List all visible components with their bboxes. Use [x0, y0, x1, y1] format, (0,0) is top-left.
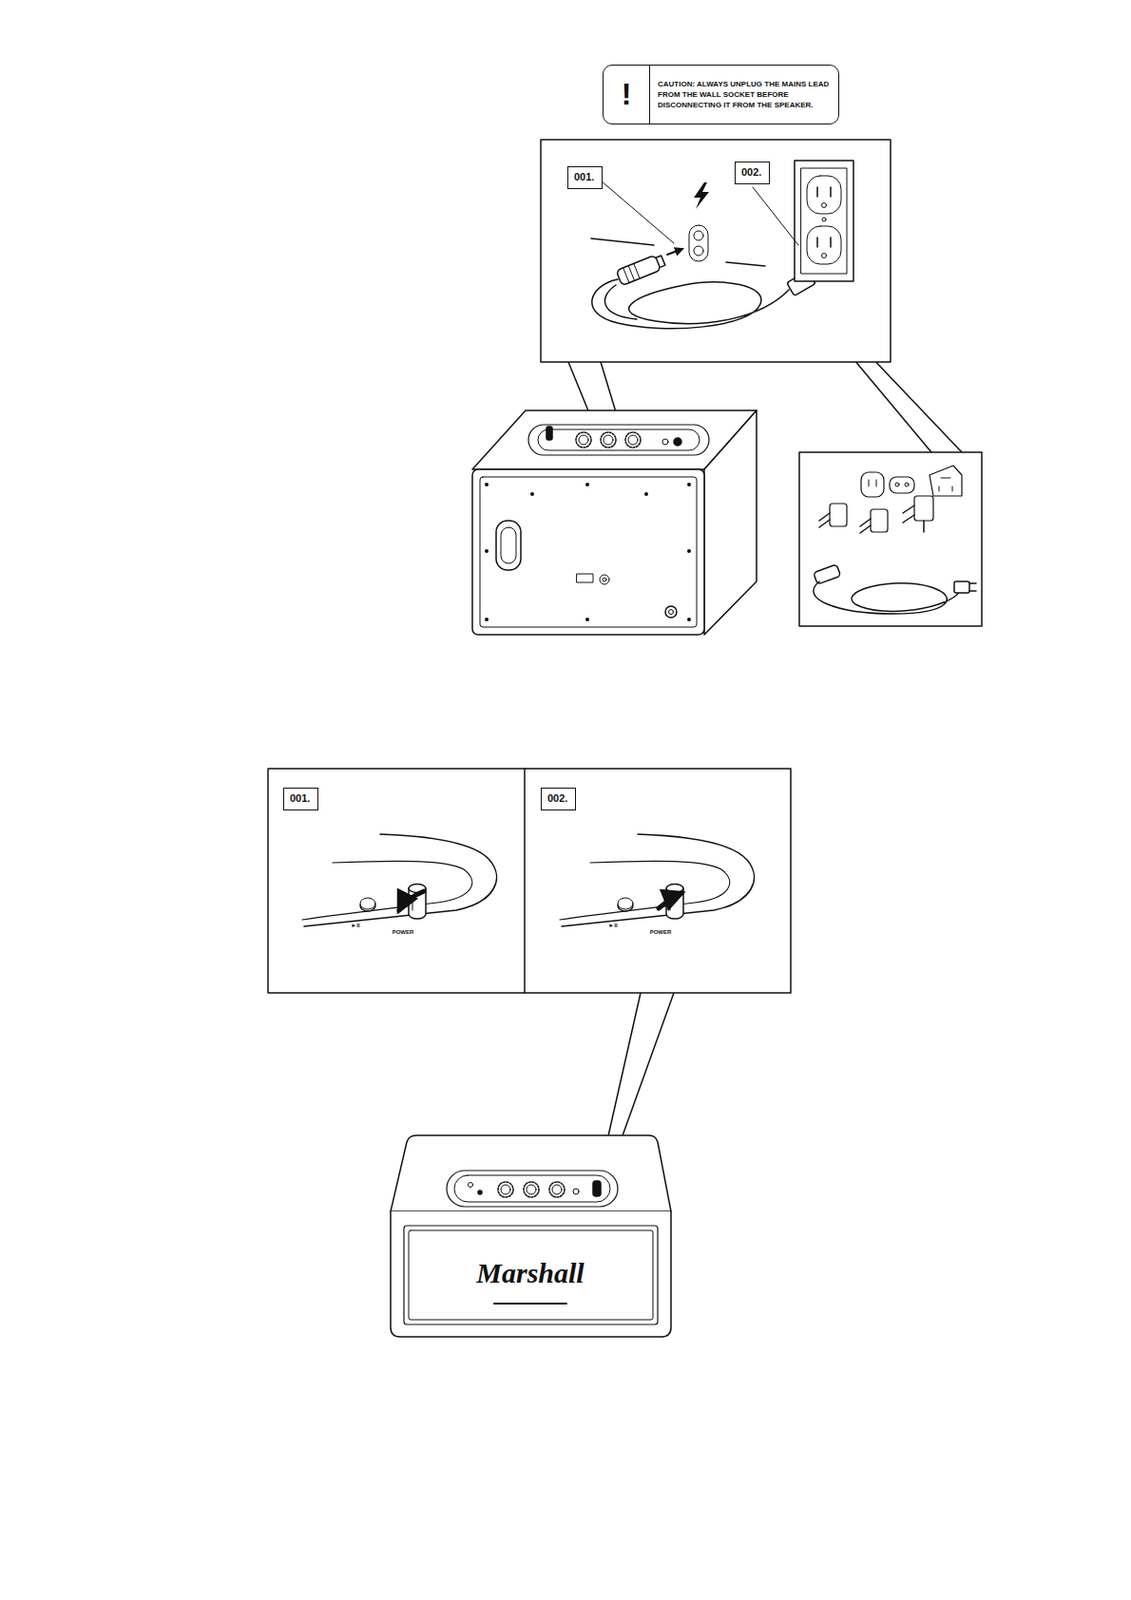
brand-logo: Marshall	[476, 1257, 584, 1290]
callout-box: 001.	[567, 166, 603, 190]
speaker-front	[390, 1135, 671, 1338]
callout-number: 002.	[741, 166, 764, 179]
caution-text: CAUTION: ALWAYS UNPLUG THE MAINS LEAD FR…	[649, 65, 839, 124]
callout-box: 001.	[283, 787, 319, 811]
callout-number: 001.	[574, 171, 596, 184]
warning-icon: !	[603, 65, 650, 124]
cable-panel	[540, 139, 891, 363]
speaker-back	[472, 410, 757, 635]
switch-label: POWER	[392, 929, 415, 936]
button-label: ►II	[608, 922, 617, 929]
plug-adapters	[799, 452, 982, 627]
power-switch-panels	[268, 768, 791, 994]
caution-box: !CAUTION: ALWAYS UNPLUG THE MAINS LEAD F…	[602, 64, 840, 125]
switch-label: POWER	[650, 929, 672, 936]
callout-number: 002.	[547, 792, 570, 806]
callout-box: 002.	[540, 787, 576, 811]
callout-number: 001.	[289, 792, 312, 806]
callout-box: 002.	[734, 161, 770, 185]
button-label: ►II	[350, 922, 360, 929]
